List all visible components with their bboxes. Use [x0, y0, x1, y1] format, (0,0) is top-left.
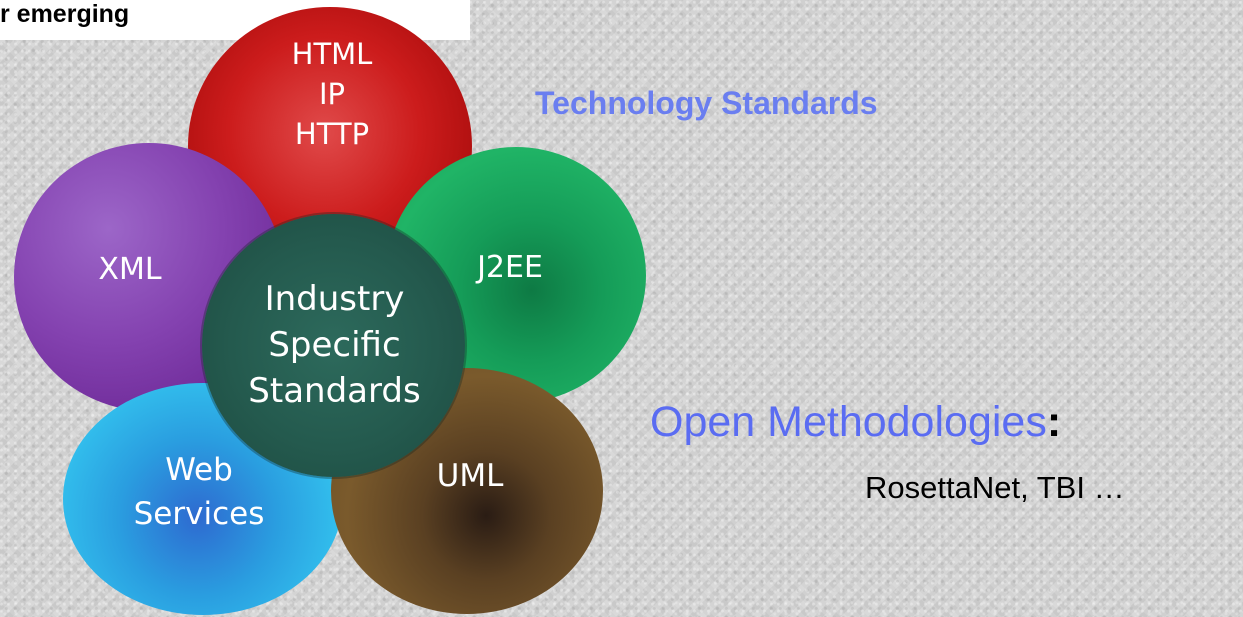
- circle-red-line-3: HTTP: [294, 117, 370, 151]
- open-methodologies-colon: :: [1046, 398, 1062, 446]
- circle-purple-label: XML: [98, 252, 162, 287]
- header-partial-text: r emerging: [0, 0, 130, 28]
- circle-cyan-label: Web Services: [94, 448, 304, 536]
- circle-cyan-line-2: Services: [133, 496, 265, 532]
- circle-red-line-1: HTML: [291, 37, 373, 71]
- circle-center-line-2: Specific: [268, 325, 401, 365]
- circle-center: [202, 214, 465, 477]
- circle-red-label: HTML IP HTTP: [232, 34, 432, 154]
- circle-green-label: J2EE: [477, 250, 543, 285]
- open-methodologies-text: Open Methodologies: [650, 398, 1047, 446]
- circle-brown-label: UML: [436, 458, 504, 494]
- circle-red-line-2: IP: [318, 77, 346, 111]
- circle-center-line-3: Standards: [248, 371, 421, 411]
- circle-cyan-line-1: Web: [165, 452, 233, 488]
- technology-standards-heading: Technology Standards: [535, 85, 878, 121]
- open-methodologies-heading: Open Methodologies:: [650, 398, 1061, 447]
- circle-center-line-1: Industry: [264, 279, 405, 319]
- circle-center-label: Industry Specific Standards: [212, 276, 457, 414]
- methodology-examples: RosettaNet, TBI …: [865, 470, 1125, 505]
